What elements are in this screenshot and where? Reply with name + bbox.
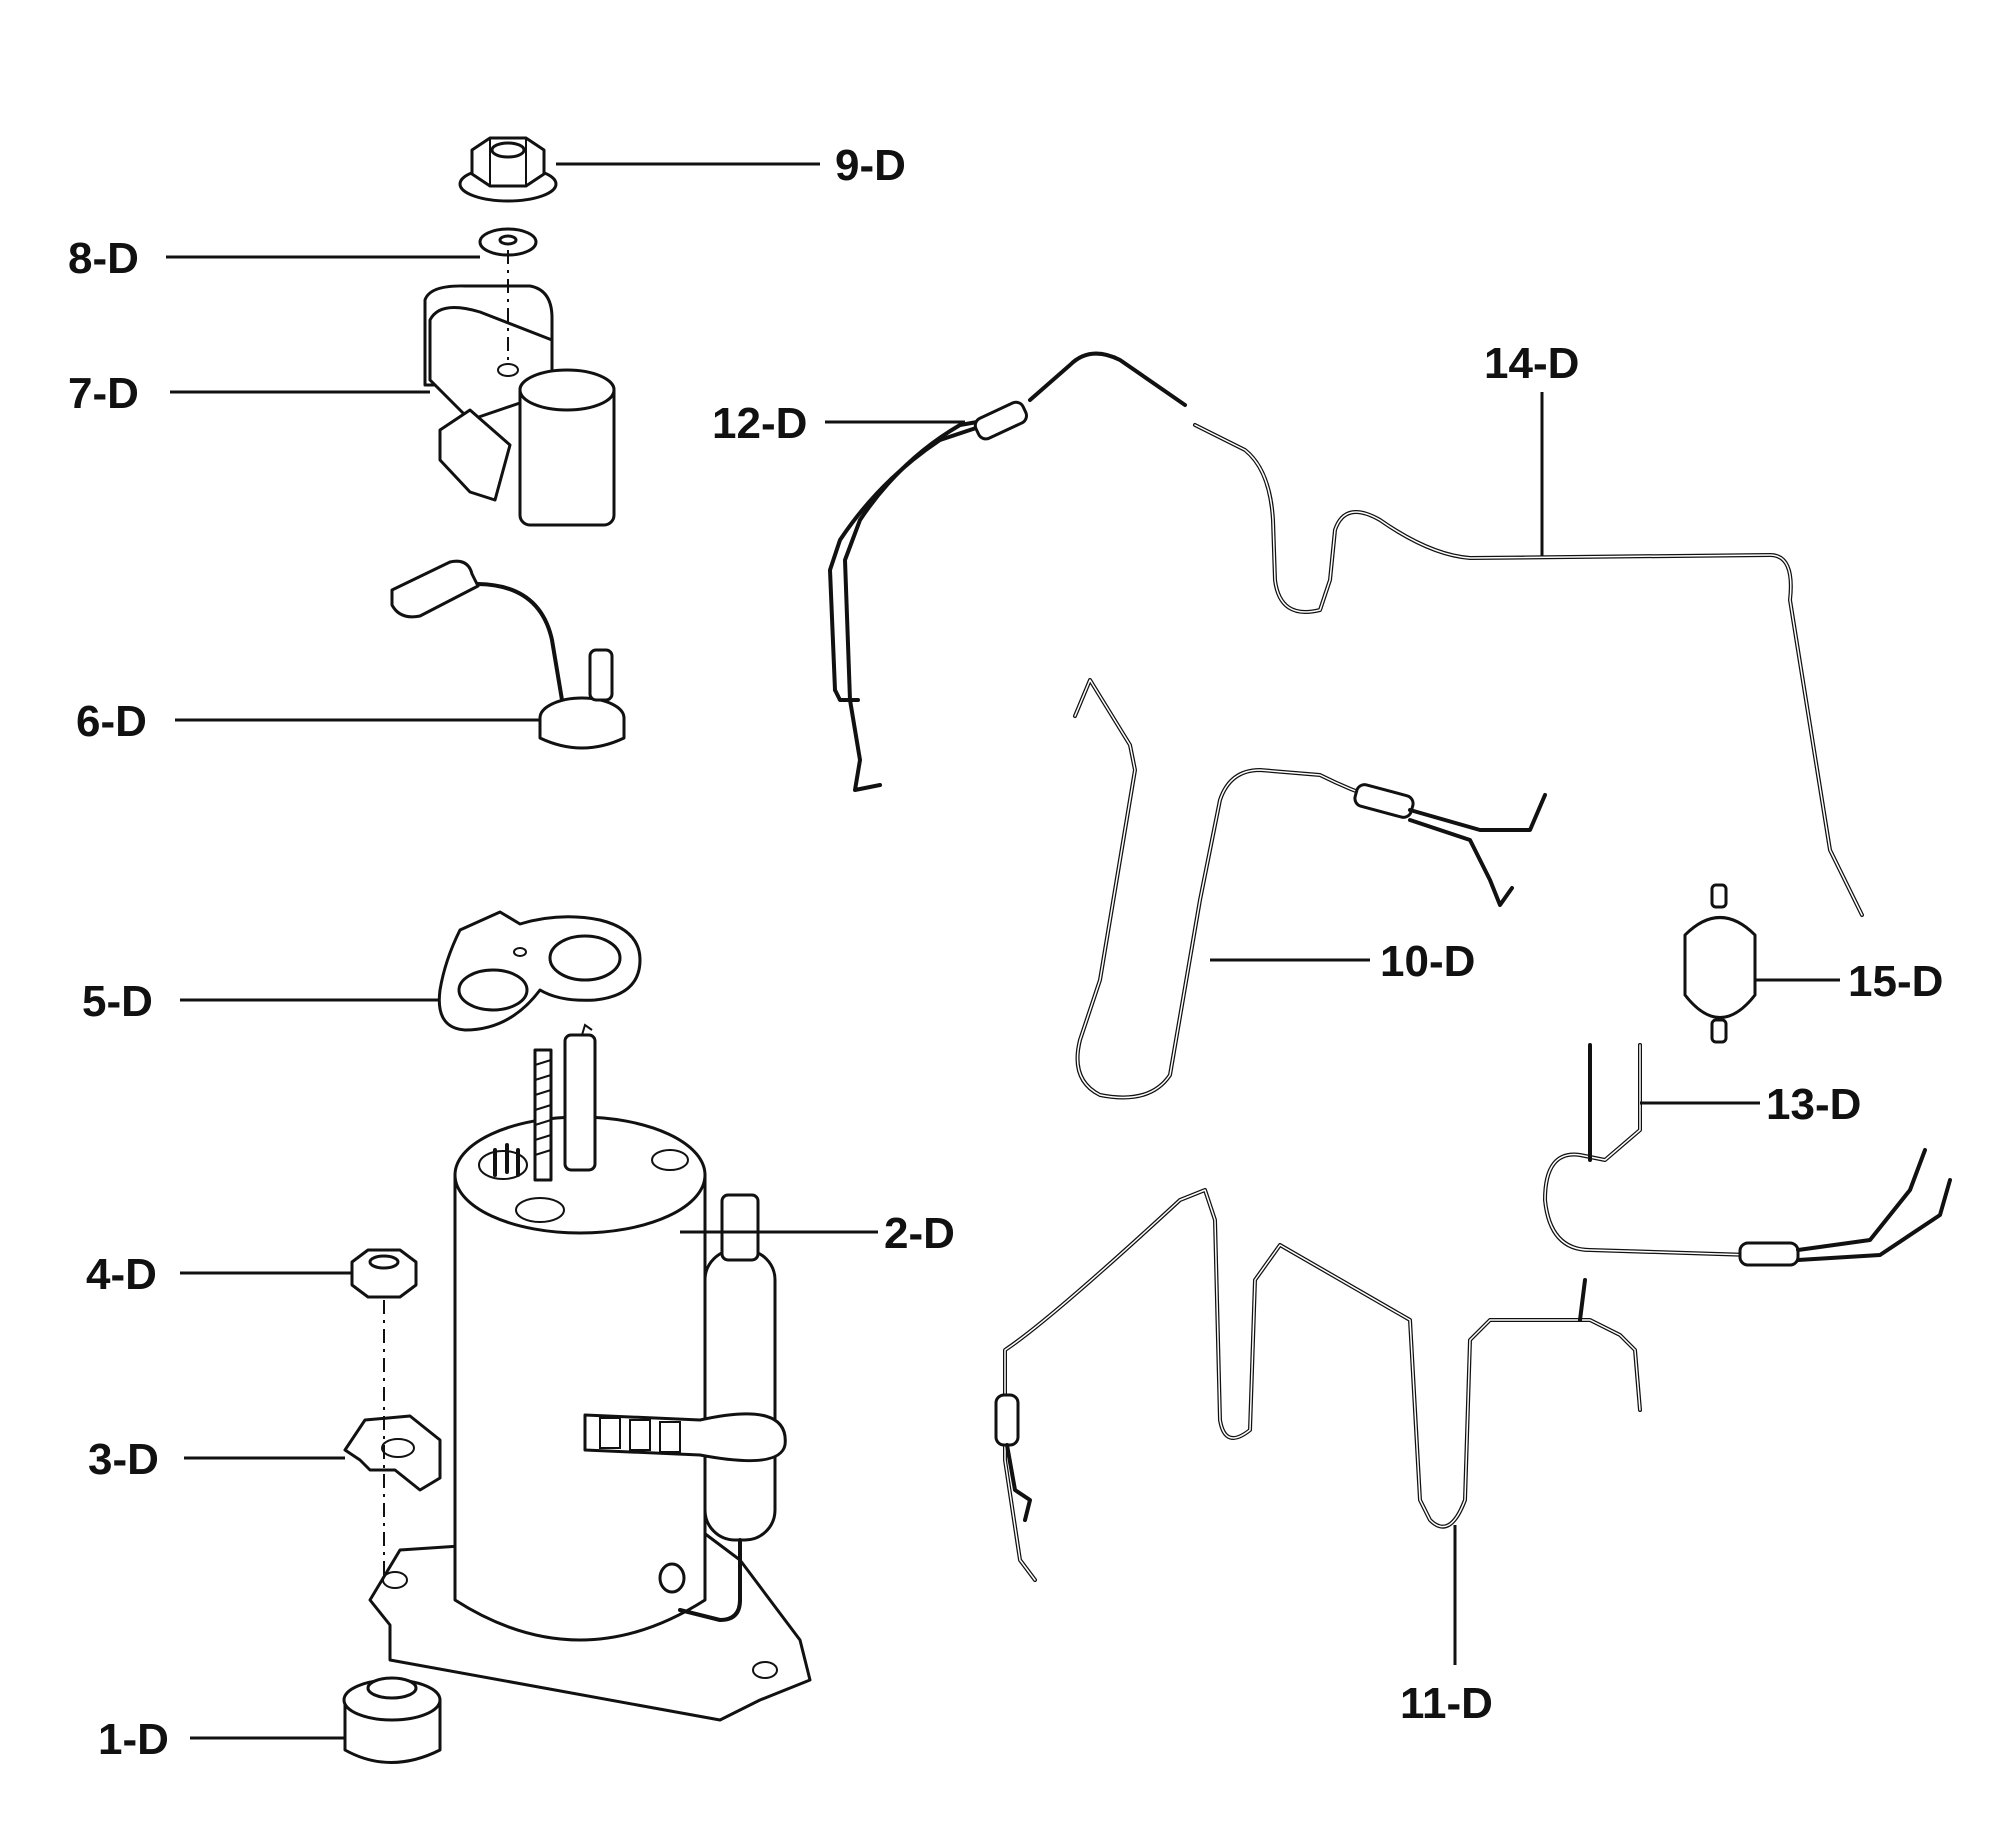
label-10-D: 10-D [1380,937,1475,986]
label-14-D: 14-D [1484,339,1579,388]
label-6-D: 6-D [76,697,147,746]
part-9-flange-nut [458,136,558,203]
label-7-D: 7-D [68,369,139,418]
label-5-D: 5-D [82,977,153,1026]
part-12-capillary-tube [828,351,1187,792]
label-12-D: 12-D [712,399,807,448]
label-3-D: 3-D [88,1435,159,1484]
part-7-terminal-cover [423,284,616,527]
part-1-grommet [342,1676,442,1764]
label-13-D: 13-D [1766,1080,1861,1129]
part-14-discharge-pipe [1193,423,1864,917]
label-8-D: 8-D [68,234,139,283]
label-9-D: 9-D [835,141,906,190]
part-15-strainer [1683,883,1757,1044]
label-2-D: 2-D [884,1209,955,1258]
label-11-D: 11-D [1400,1679,1493,1728]
part-3-bracket [343,1414,442,1492]
label-15-D: 15-D [1848,957,1943,1006]
part-4-nut [350,1248,418,1299]
part-13-capillary-pipe [1543,1043,1952,1267]
part-11-connecting-pipe [994,1188,1642,1582]
label-4-D: 4-D [86,1250,157,1299]
part-10-suction-pipe [1073,678,1547,1100]
label-1-D: 1-D [98,1715,169,1764]
part-8-washer [478,227,538,257]
part-6-overload-protector [390,559,626,750]
part-2-compressor [368,1023,812,1722]
part-5-gasket [437,910,642,1032]
